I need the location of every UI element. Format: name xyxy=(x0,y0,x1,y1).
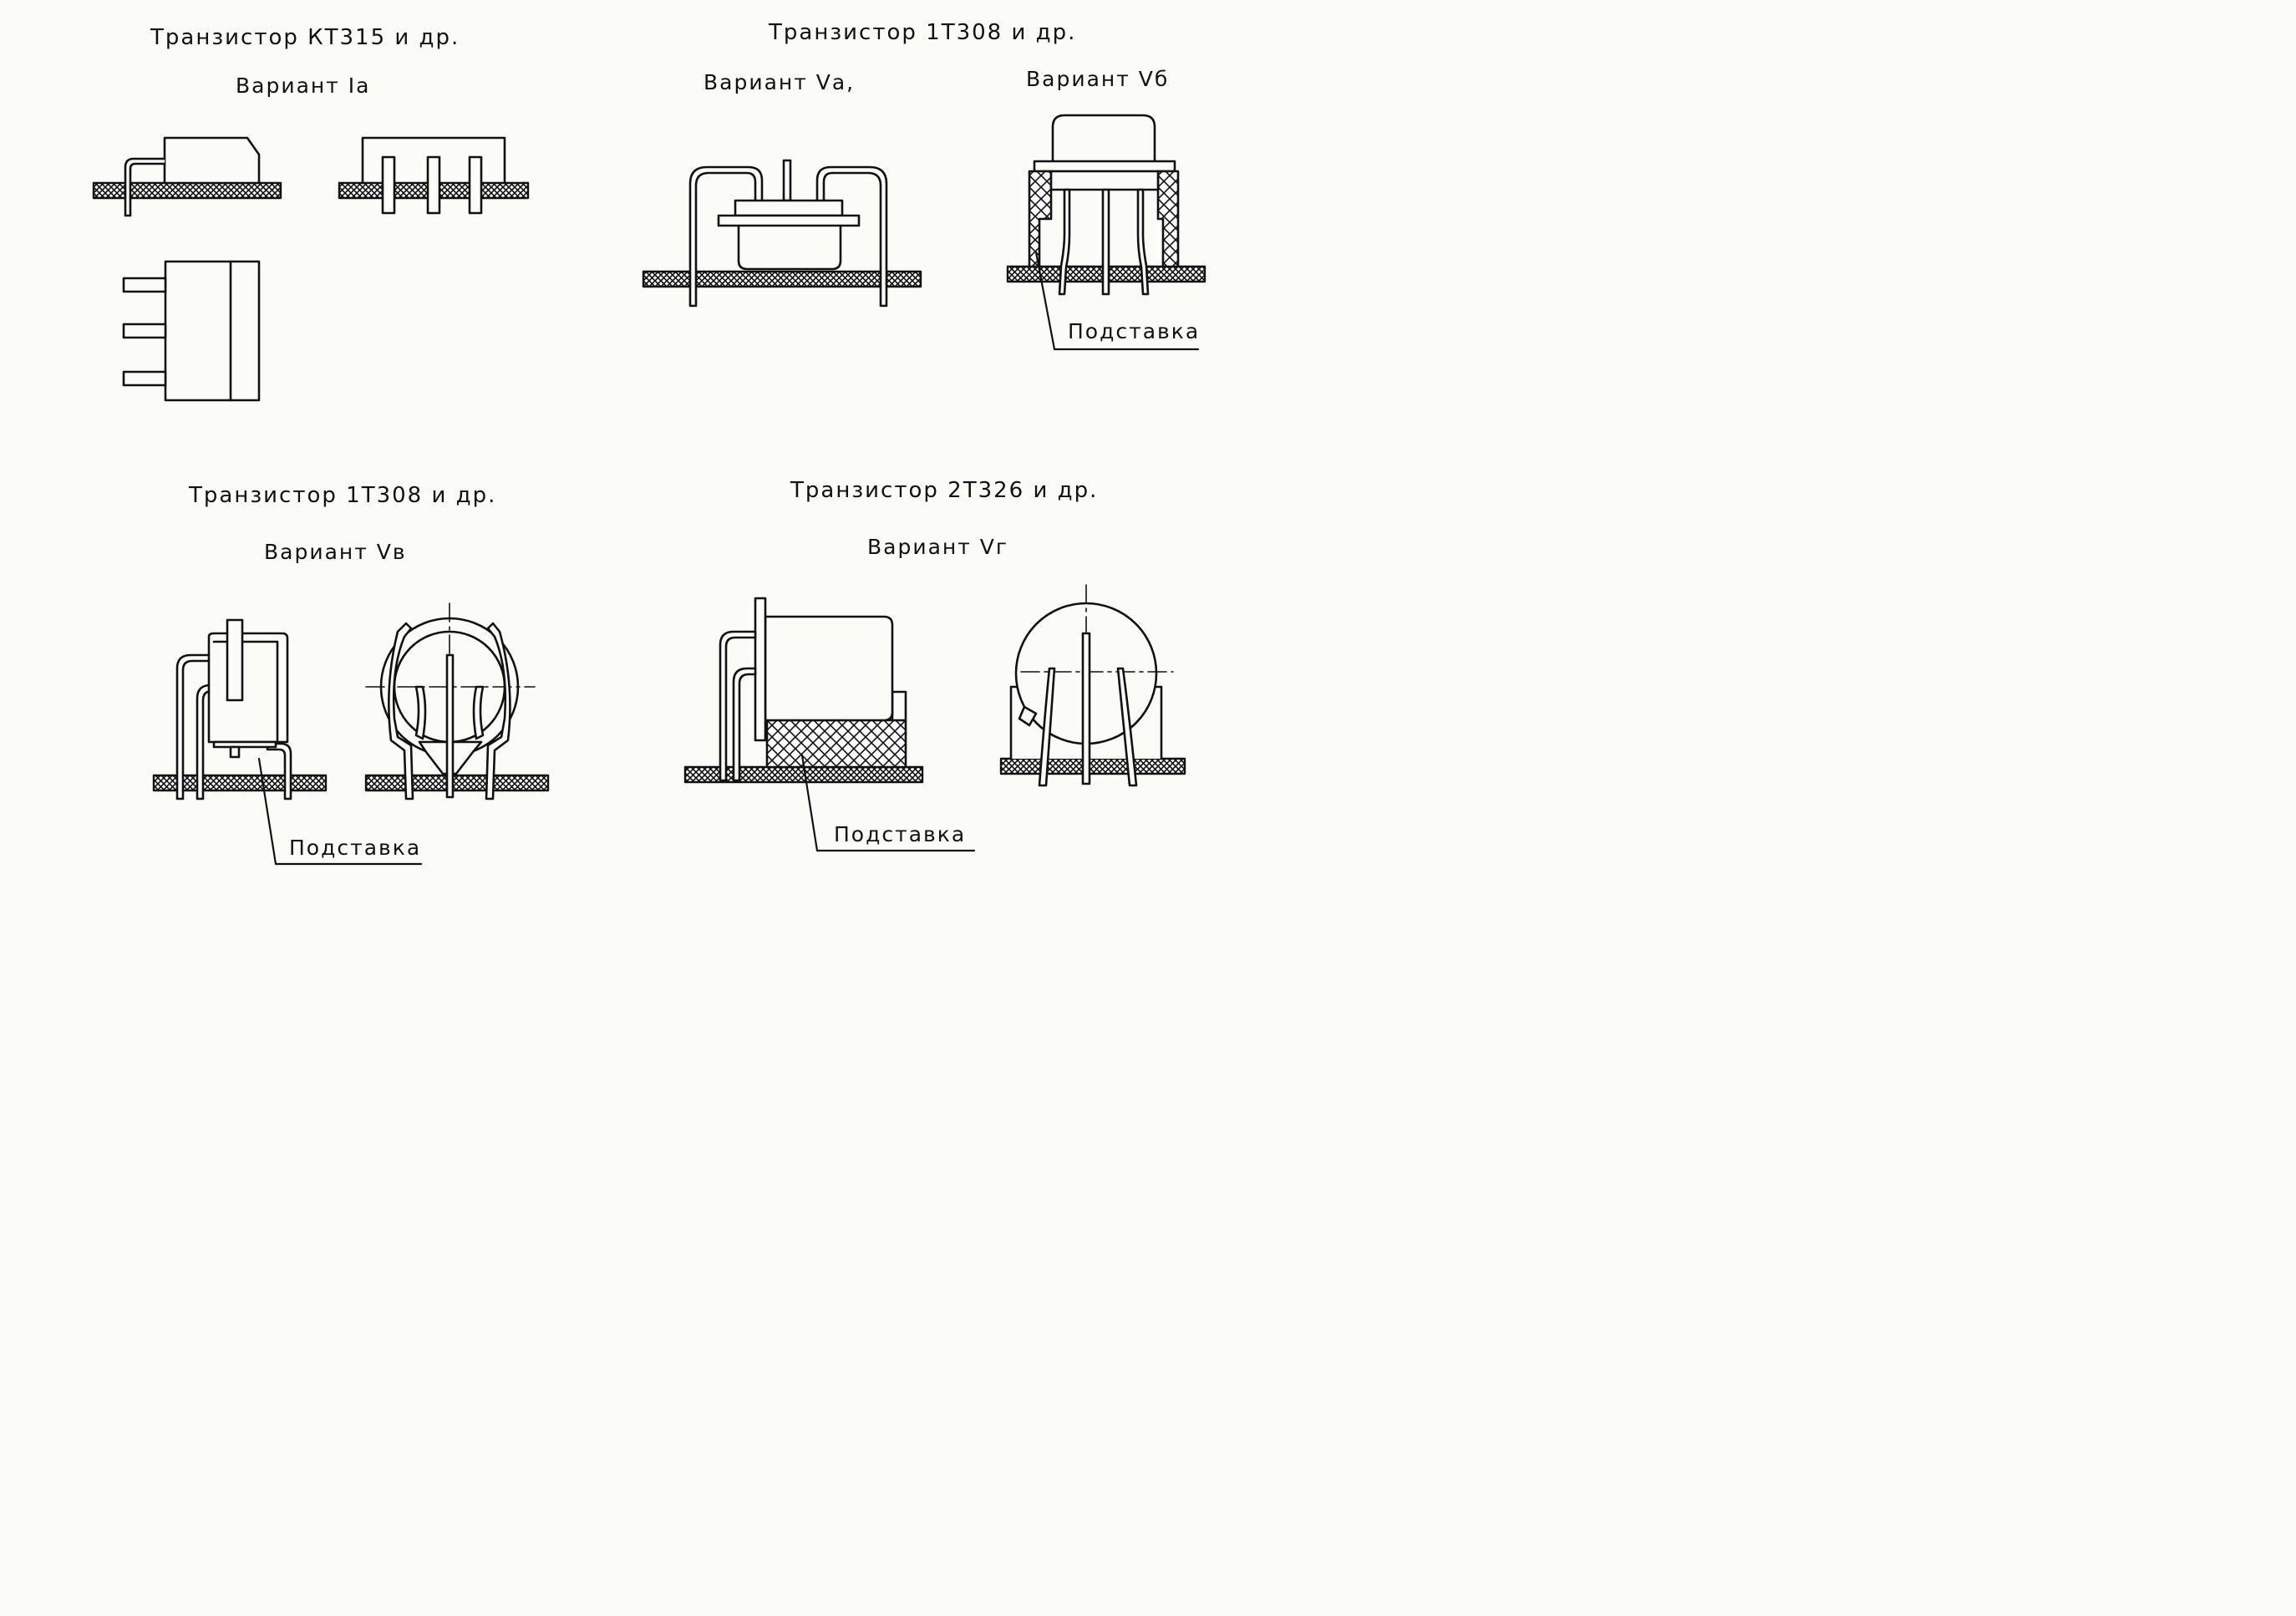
transistor-body xyxy=(737,224,842,271)
t308-variant-v-side-view xyxy=(152,618,423,866)
transistor-lead xyxy=(1101,188,1110,296)
transistor-lead xyxy=(124,157,166,217)
transistor-lead xyxy=(1058,188,1071,296)
t308-v-stand-label: Подставка xyxy=(289,836,422,860)
t308-variant-b-drawing xyxy=(1006,114,1206,351)
stand-right xyxy=(1156,170,1180,268)
transistor-body xyxy=(764,615,894,722)
stand-base xyxy=(212,740,277,749)
center-lead xyxy=(1081,632,1091,785)
transistor-flange xyxy=(754,597,767,742)
transistor-lead xyxy=(122,370,167,387)
transistor-cap xyxy=(734,199,844,217)
kt315-variant-label: Вариант Iа xyxy=(236,74,371,98)
stand-leader-line xyxy=(1034,251,1200,351)
transistor-lead xyxy=(122,277,167,293)
kt315-side-view xyxy=(92,136,282,217)
pcb-board xyxy=(364,774,550,792)
pcb-board xyxy=(999,757,1186,775)
transistor-lead xyxy=(468,155,483,215)
stand-top xyxy=(1049,170,1160,191)
lead-right-inner xyxy=(472,685,485,740)
lead-left-inner xyxy=(414,685,427,740)
stand-left xyxy=(1028,170,1053,268)
pcb-board xyxy=(642,270,922,288)
t308-variant-v-label: Вариант Vв xyxy=(264,540,407,564)
center-lead xyxy=(782,159,792,202)
t308-variant-a-label: Вариант Vа, xyxy=(704,70,856,94)
t326-front-view xyxy=(999,584,1186,787)
transistor-lead xyxy=(426,155,441,215)
drawing-canvas xyxy=(92,114,1206,866)
transistor-lead xyxy=(1136,188,1150,296)
t326-variant-label: Вариант Vг xyxy=(867,535,1008,559)
t308-ab-stand-label: Подставка xyxy=(1068,319,1201,343)
kt315-front-view xyxy=(338,136,530,215)
transistor-flange xyxy=(1033,160,1176,173)
transistor-body xyxy=(163,136,261,185)
lead-left xyxy=(1038,667,1056,787)
transistor-body xyxy=(164,260,261,402)
bent-lead-right xyxy=(266,742,292,800)
t326-title: Транзистор 2Т326 и др. xyxy=(790,478,1099,503)
transistor-body xyxy=(1051,114,1156,163)
stand-body xyxy=(207,632,289,744)
transistor-body xyxy=(361,136,506,185)
kt315-top-view xyxy=(122,260,261,402)
stand-leader-line xyxy=(800,754,976,852)
transistor-tab xyxy=(226,618,244,702)
key-tab xyxy=(1018,705,1038,727)
t308-v-title: Транзистор 1Т308 и др. xyxy=(189,483,497,508)
t308-variant-b-label: Вариант Vб xyxy=(1026,67,1170,91)
center-lead xyxy=(445,653,455,799)
stand-leader-line xyxy=(257,757,423,866)
t326-stand-label: Подставка xyxy=(834,822,967,846)
bent-lead-outer xyxy=(719,630,757,782)
bent-lead-right xyxy=(485,622,511,800)
t308-variant-v-front-view xyxy=(364,602,550,800)
bent-lead-inner xyxy=(732,667,757,782)
bent-lead-left xyxy=(388,622,414,800)
stand-block xyxy=(765,719,907,769)
stand-step xyxy=(891,690,907,722)
pcb-board xyxy=(92,181,282,200)
lead-right xyxy=(1116,667,1138,787)
t326-side-view xyxy=(683,597,976,852)
transistor-lead xyxy=(122,323,167,339)
t308-ab-title: Транзистор 1Т308 и др. xyxy=(769,20,1077,45)
transistor-pin xyxy=(229,745,241,759)
transistor-flange xyxy=(717,214,861,227)
t308-variant-a-drawing xyxy=(642,159,922,307)
transistor-lead xyxy=(381,155,396,215)
kt315-title: Транзистор КТ315 и др. xyxy=(150,25,460,50)
